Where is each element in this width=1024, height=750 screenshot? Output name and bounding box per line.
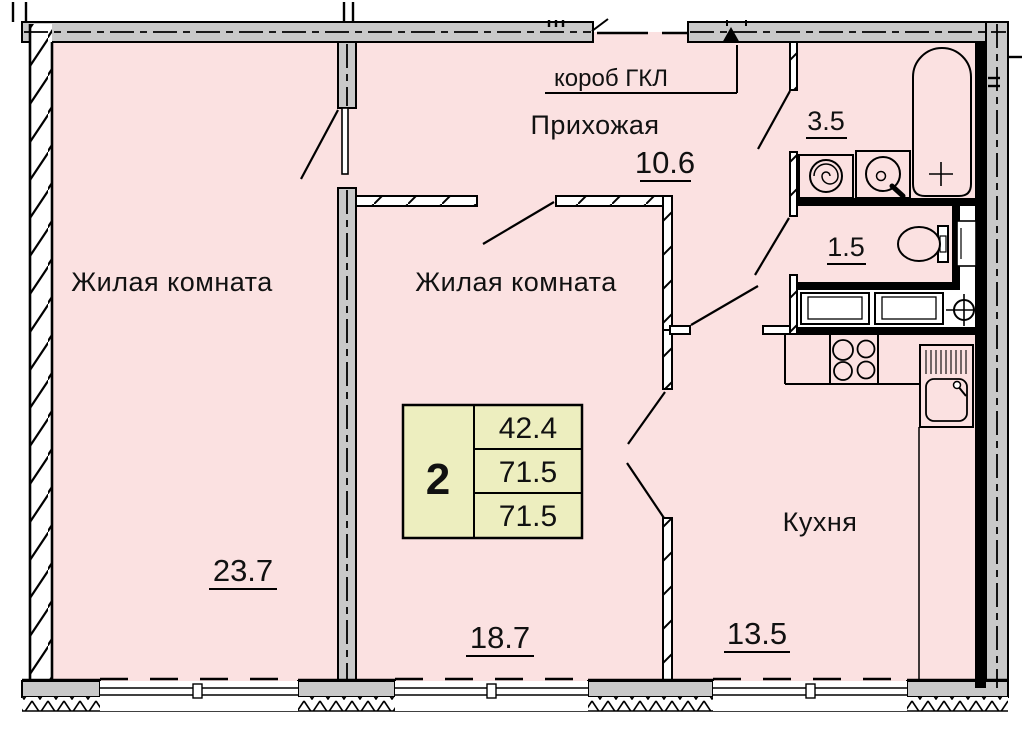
stamp-value-2: 71.5	[499, 456, 557, 489]
window1-mullion	[192, 683, 203, 699]
wc-bottom-wall	[797, 282, 960, 290]
living2-door-swing	[482, 201, 555, 245]
wall-end-tick	[591, 18, 609, 32]
bathroom-area-label: 3.5	[807, 106, 845, 136]
entry-opening	[591, 18, 747, 43]
living2-name-label: Жилая комната	[415, 267, 617, 297]
top-wall-left	[21, 21, 594, 43]
left-wall	[28, 24, 54, 681]
duct-label: короб ГКЛ	[554, 65, 668, 92]
living1-area-label: 23.7	[213, 553, 273, 588]
hallway-name-label: Прихожая	[530, 110, 659, 140]
partitions	[355, 41, 798, 682]
solid-walls	[790, 42, 986, 688]
room-labels: Жилая комната 23.7 Жилая комната 18.7 Пр…	[71, 65, 866, 657]
kitchen-door-jamb-left	[669, 325, 691, 335]
entrance-arrow-icon	[722, 27, 740, 43]
living2-kitchen-door-swing-a	[627, 391, 666, 445]
living1-name-label: Жилая комната	[71, 267, 273, 297]
living2-right-partition-c	[662, 517, 673, 682]
living2-top-partition-a	[355, 195, 478, 207]
bath-partition-a	[789, 41, 798, 91]
apartment-floor	[29, 23, 1008, 690]
kitchen-door-swing	[690, 285, 759, 326]
wc-door-swing	[754, 217, 790, 276]
kitchen-top-wall	[790, 327, 977, 335]
right-wall-inner-face	[975, 42, 986, 688]
neighbour-wall-stubs	[11, 2, 1022, 88]
kitchen-area-label: 13.5	[727, 616, 787, 651]
bathroom-door-swing	[757, 90, 791, 150]
wc-area-label: 1.5	[827, 232, 865, 262]
duct-box	[956, 220, 977, 267]
bottom-wall-seg2	[297, 680, 396, 698]
bottom-wall-seg3	[587, 680, 714, 698]
kitchen-name-label: Кухня	[783, 507, 858, 537]
kitchen-door-jamb-right	[762, 325, 791, 335]
duct-leader	[545, 45, 738, 94]
windows	[100, 677, 907, 711]
living1-door-swing	[300, 109, 339, 180]
washbasin-icon	[855, 150, 911, 199]
stamp-value-3: 71.5	[499, 500, 557, 533]
living2-right-partition-a	[662, 195, 673, 331]
stamp-value-1: 42.4	[499, 412, 557, 445]
doors	[300, 90, 791, 519]
bathroom-bottom-wall	[797, 198, 977, 206]
living2-area-label: 18.7	[470, 620, 530, 655]
wall-centerlines	[24, 24, 1006, 688]
window3-mullion	[805, 683, 816, 699]
window2-mullion	[486, 683, 497, 699]
kitchen-fixtures	[784, 333, 974, 680]
bathroom-fixtures	[798, 47, 972, 199]
bathtub-icon	[912, 47, 972, 197]
hallway-area-label: 10.6	[635, 145, 695, 180]
living2-kitchen-door-swing-b	[626, 462, 665, 519]
washing-machine-icon	[798, 154, 854, 199]
stove-icon	[829, 333, 879, 385]
living2-top-partition-b	[555, 195, 673, 207]
stamp-frame	[401, 403, 584, 540]
wc-fixtures	[897, 225, 949, 263]
bath-partition-c	[789, 274, 798, 335]
wc-right-wall	[952, 206, 960, 290]
bottom-wall-seg1	[21, 680, 101, 698]
area-stamp: 2 42.4 71.5 71.5	[401, 403, 584, 540]
stamp-rooms-count: 2	[426, 455, 450, 504]
toilet-icon	[897, 226, 941, 262]
bath-partition-b	[789, 151, 798, 217]
vent-shafts	[800, 220, 984, 326]
riser-symbol-icon	[946, 294, 984, 326]
living2-right-partition-b	[662, 329, 673, 390]
entry-gap-bg	[593, 22, 688, 32]
kitchen-sink-icon	[919, 344, 974, 428]
bottom-wall-seg4	[906, 680, 1009, 698]
living1-door-leaf	[341, 107, 349, 175]
